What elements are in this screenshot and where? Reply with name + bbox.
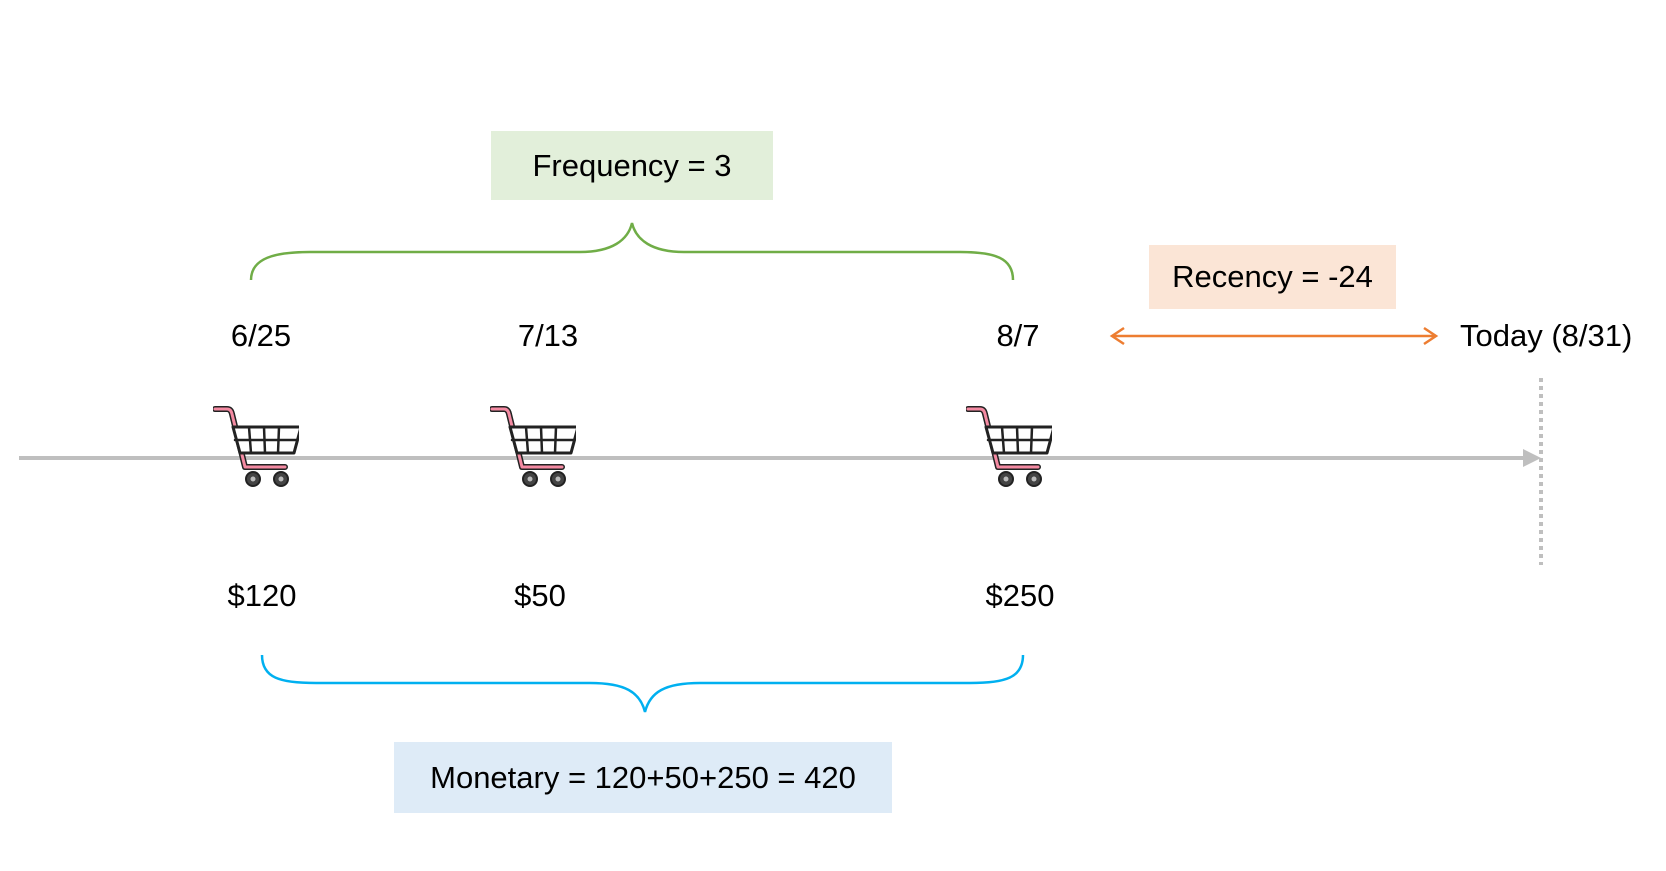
today-label: Today (8/31): [1460, 318, 1633, 353]
purchase-date-2: 7/13: [517, 318, 579, 353]
frequency-brace: [249, 222, 1015, 281]
monetary-box: Monetary = 120+50+250 = 420: [394, 742, 892, 813]
recency-arrowhead-left: [1109, 326, 1125, 346]
shopping-cart-icon: [213, 406, 299, 487]
purchase-amount-3: $250: [985, 578, 1055, 613]
timeline-arrowhead: [1523, 449, 1541, 467]
recency-label: Recency = -24: [1172, 259, 1373, 294]
shopping-cart-icon: [966, 406, 1052, 487]
shopping-cart-icon: [490, 406, 576, 487]
purchase-date-3: 8/7: [996, 318, 1040, 353]
purchase-amount-2: $50: [514, 578, 566, 613]
frequency-label: Frequency = 3: [532, 147, 732, 183]
recency-arrowhead-right: [1423, 326, 1439, 346]
purchase-date-1: 6/25: [230, 318, 292, 353]
monetary-brace: [260, 654, 1025, 713]
frequency-box: Frequency = 3: [491, 131, 773, 200]
purchase-amount-1: $120: [227, 578, 297, 613]
recency-box: Recency = -24: [1149, 245, 1396, 309]
monetary-label: Monetary = 120+50+250 = 420: [430, 759, 856, 795]
